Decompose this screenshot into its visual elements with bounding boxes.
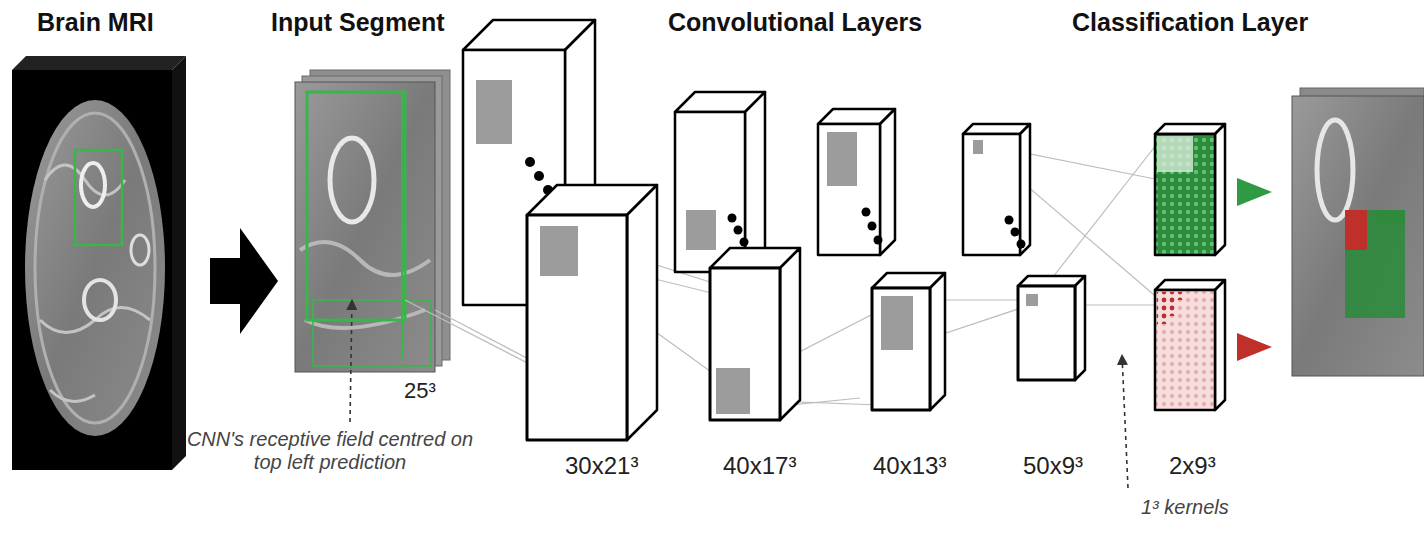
feature-map-cube (675, 92, 765, 272)
panel-heading: Classification Layer (1072, 8, 1308, 37)
feature-map-cube (818, 109, 895, 255)
input-segment-image (295, 70, 450, 372)
feature-map-cube (1020, 124, 1030, 255)
feature-map-cube (710, 248, 800, 420)
dimension-label: 2x9³ (1169, 452, 1216, 480)
feature-map-cube (872, 288, 930, 410)
kernel-patch (827, 132, 857, 186)
brain-mri-image (75, 150, 122, 245)
output-arrow-green (1237, 178, 1272, 206)
panel-heading: Convolutional Layers (668, 8, 922, 37)
dimension-label: 50x9³ (1023, 452, 1083, 480)
ellipsis-dots (862, 208, 883, 245)
class-map-cube (1215, 124, 1225, 255)
brain-mri-image (12, 56, 186, 470)
class-map-cube (1215, 280, 1225, 410)
ellipsis-dots (740, 238, 749, 247)
class-map-cube (1155, 124, 1225, 255)
ellipsis-dots (1005, 216, 1014, 225)
receptive-field-lines (435, 310, 540, 365)
ellipsis-dots (534, 171, 544, 181)
segmentation-output-image (1317, 120, 1353, 220)
segmentation-output-image (1292, 88, 1424, 376)
dimension-label: 30x21³ (565, 452, 638, 480)
segmentation-output-image (1292, 96, 1424, 376)
class-map-cube (1155, 280, 1225, 410)
kernel-patch (1026, 294, 1038, 306)
segmentation-output-image (1345, 210, 1405, 318)
kernel-patch (881, 296, 913, 350)
input-segment-image (313, 300, 431, 366)
class-map-cube (1157, 292, 1183, 324)
annotation-note: CNN's receptive field centred on top lef… (180, 428, 480, 474)
kernel-patch (540, 226, 578, 276)
feature-map-cube (627, 185, 657, 440)
class-map-cube (1155, 124, 1225, 134)
ellipsis-dots (734, 226, 743, 235)
panel-heading: Brain MRI (37, 8, 154, 37)
ellipsis-dots (1017, 240, 1026, 249)
feature-map-cube (872, 273, 945, 410)
class-map-cube (1157, 136, 1193, 172)
kernel-patch (686, 210, 716, 250)
kernel-patch (716, 368, 750, 414)
feature-map-cube (930, 273, 945, 410)
feature-map-cube (710, 268, 780, 420)
output-arrow-red (1237, 333, 1272, 361)
brain-mri-image (40, 165, 150, 401)
ellipsis-dots (728, 214, 737, 223)
feature-map-cube (1018, 276, 1085, 380)
ellipsis-dots (1011, 228, 1020, 237)
ellipsis-dots (728, 214, 749, 247)
flow-arrow (210, 228, 278, 334)
feature-map-cube (745, 92, 765, 272)
ellipsis-dots (868, 222, 877, 231)
input-segment-image (295, 82, 435, 372)
feature-map-cube (963, 134, 1020, 255)
class-map-cube (1155, 280, 1225, 290)
input-segment-image (300, 242, 430, 328)
class-map-cube (1155, 134, 1215, 255)
pointer-line (1122, 355, 1128, 488)
feature-map-cube (1018, 286, 1075, 380)
pointer-line (350, 300, 352, 422)
segmentation-output-image (1375, 210, 1405, 224)
ellipsis-dots (525, 157, 535, 167)
kernel-patch (973, 140, 983, 154)
ellipsis-dots (862, 208, 871, 217)
feature-map-cube (963, 124, 1030, 255)
dimension-label: 40x13³ (873, 452, 946, 480)
feature-map-cube (527, 185, 657, 440)
brain-mri-image (172, 56, 186, 470)
input-segment-image (307, 92, 405, 320)
kernel-patch (476, 80, 512, 144)
brain-mri-image (84, 280, 116, 320)
panel-heading: Input Segment (271, 8, 445, 37)
input-segment-image (330, 138, 374, 222)
feature-map-cube (880, 109, 895, 255)
receptive-field-lines (405, 300, 545, 372)
input-segment-image (401, 92, 403, 360)
brain-mri-image (12, 56, 186, 70)
brain-mri-image (35, 113, 155, 423)
brain-mri-image (25, 100, 165, 436)
dimension-label: 40x17³ (723, 452, 796, 480)
ellipsis-dots (525, 157, 553, 195)
segmentation-output-image (1345, 210, 1367, 250)
brain-mri-image (131, 235, 149, 265)
feature-map-cube (818, 124, 880, 255)
class-map-cube (1155, 290, 1215, 410)
dimension-label: 25³ (404, 378, 436, 403)
feature-map-cube (527, 215, 627, 440)
annotation-note: 1³ kernels (1141, 496, 1229, 519)
brain-mri-image (81, 163, 105, 207)
brain-mri-image (12, 70, 172, 470)
ellipsis-dots (1005, 216, 1026, 249)
ellipsis-dots (874, 236, 883, 245)
feature-map-cube (780, 248, 800, 420)
